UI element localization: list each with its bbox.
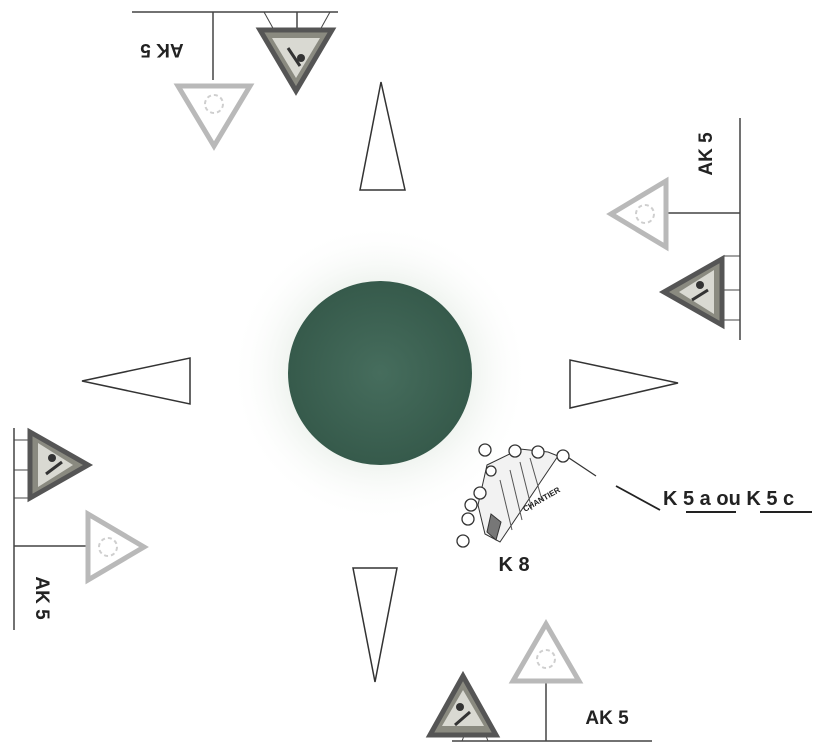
label-ak5-north: AK 5 xyxy=(140,39,184,60)
label-k5-prefix: K xyxy=(663,488,683,510)
roundabout-ahead-sign-icon xyxy=(513,624,579,681)
label-k5-prefix-2: K xyxy=(746,488,766,510)
roundabout-island xyxy=(288,281,472,465)
splitter-island-east xyxy=(570,360,678,408)
roundabout-ahead-sign-icon xyxy=(88,514,144,580)
roadwork-sign-icon xyxy=(30,432,88,498)
roadwork-sign-icon xyxy=(260,30,332,91)
sign-group-north: AK 5 xyxy=(132,12,338,146)
splitter-island-south xyxy=(353,568,397,682)
label-ak5-west: AK 5 xyxy=(31,576,52,620)
label-ak5-south: AK 5 xyxy=(585,708,629,729)
sign-group-south: AK 5 xyxy=(430,624,652,741)
sign-group-west: AK 5 xyxy=(14,428,144,630)
roadwork-sign-icon xyxy=(664,259,722,325)
k5-callout: K 5 a ou K 5 c xyxy=(616,486,812,512)
sign-group-east: AK 5 xyxy=(611,118,740,340)
roadwork-sign-icon xyxy=(430,676,496,735)
roundabout-ahead-sign-icon xyxy=(178,86,250,146)
splitter-island-north xyxy=(360,82,405,190)
splitter-island-west xyxy=(82,358,190,404)
label-k8: K 8 xyxy=(498,554,529,576)
label-k5c: 5 c xyxy=(766,488,794,510)
roundabout-ahead-sign-icon xyxy=(611,181,666,247)
label-k5: K 5 a ou K 5 c xyxy=(663,488,794,510)
label-k5a: 5 a xyxy=(683,488,712,510)
label-k5-or: ou xyxy=(711,488,747,510)
label-ak5-east: AK 5 xyxy=(696,132,717,176)
